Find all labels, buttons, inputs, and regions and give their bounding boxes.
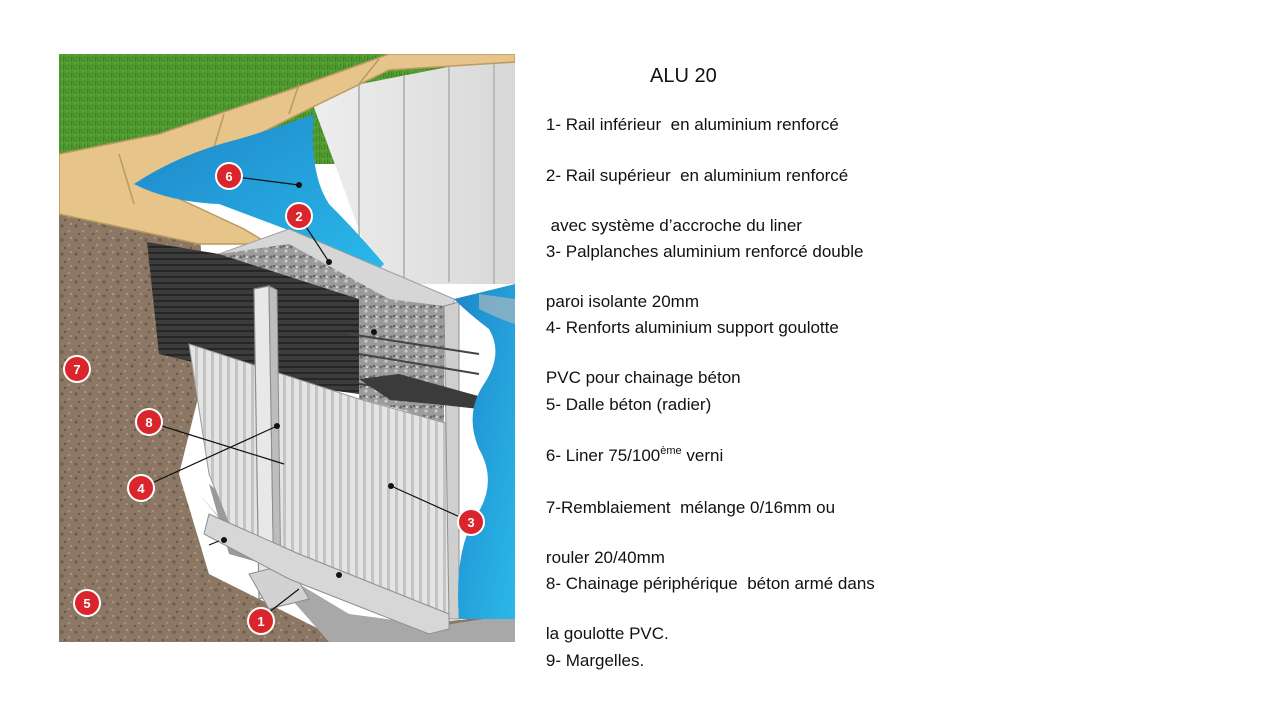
svg-text:2: 2 (295, 209, 302, 224)
liner-upper (134, 114, 384, 269)
legend-item-8: 8- Chainage périphérique béton armé dans… (527, 546, 1247, 671)
legend-item-9-line-1: 9- Margelles. (545, 651, 645, 670)
legend-item-6-text: 6- Liner 75/100 (545, 446, 661, 465)
marker-8: 8 (135, 408, 163, 436)
pool-inner-wall (309, 54, 515, 284)
legend-item-7: 7-Remblaiement mélange 0/16mm ou rouler … (527, 470, 1247, 595)
legend-item-5: 5- Dalle béton (radier) (527, 367, 1247, 442)
legend-item-6-superscript: ème (660, 445, 682, 457)
legend-item-3: 3- Palplanches aluminium renforcé double… (527, 214, 1247, 339)
legend-item-3-line-2: paroi isolante 20mm (545, 292, 699, 311)
legend-item-3-line-1: 3- Palplanches aluminium renforcé double (545, 242, 864, 261)
legend-item-2-line-2: avec système d’accroche du liner (545, 216, 802, 235)
marker-5: 5 (73, 589, 101, 617)
legend-item-7-line-2: rouler 20/40mm (545, 548, 665, 567)
legend-item-1-line-1: 1- Rail inférieur en aluminium renforcé (545, 115, 839, 134)
pool-wall-cross-section-illustration: 1 2 3 4 5 6 7 8 (59, 54, 515, 642)
svg-text:3: 3 (467, 515, 474, 530)
marker-4: 4 (127, 474, 155, 502)
concrete-slab (199, 494, 515, 642)
legend-item-6: 6- Liner 75/100ème verni (527, 418, 1247, 493)
legend-item-2-line-1: 2- Rail supérieur en aluminium renforcé (545, 166, 849, 185)
legend-item-5-line-1: 5- Dalle béton (radier) (545, 395, 712, 414)
marker-6: 6 (215, 162, 243, 190)
legend-item-6-text-end: verni (681, 446, 724, 465)
svg-text:6: 6 (225, 169, 232, 184)
marker-7: 7 (63, 355, 91, 383)
legend-item-1: 1- Rail inférieur en aluminium renforcé (527, 87, 1247, 162)
legend-item-4: 4- Renforts aluminium support goulotte P… (527, 290, 1247, 415)
marker-3: 3 (457, 508, 485, 536)
diagram-title: ALU 20 (650, 65, 717, 87)
svg-text:1: 1 (257, 614, 264, 629)
legend-item-4-line-2: PVC pour chainage béton (545, 368, 741, 387)
legend-item-7-line-1: 7-Remblaiement mélange 0/16mm ou (545, 498, 836, 517)
legend-item-9: 9- Margelles. (527, 623, 1247, 698)
svg-text:5: 5 (83, 596, 90, 611)
svg-text:7: 7 (73, 362, 80, 377)
svg-text:4: 4 (137, 481, 145, 496)
marker-2: 2 (285, 202, 313, 230)
legend-item-8-line-2: la goulotte PVC. (545, 624, 669, 643)
marker-1: 1 (247, 607, 275, 635)
legend-item-2: 2- Rail supérieur en aluminium renforcé … (527, 138, 1247, 263)
legend-item-4-line-1: 4- Renforts aluminium support goulotte (545, 318, 839, 337)
liner-lower (454, 284, 515, 619)
legend-item-8-line-1: 8- Chainage périphérique béton armé dans (545, 574, 875, 593)
svg-text:8: 8 (145, 415, 152, 430)
